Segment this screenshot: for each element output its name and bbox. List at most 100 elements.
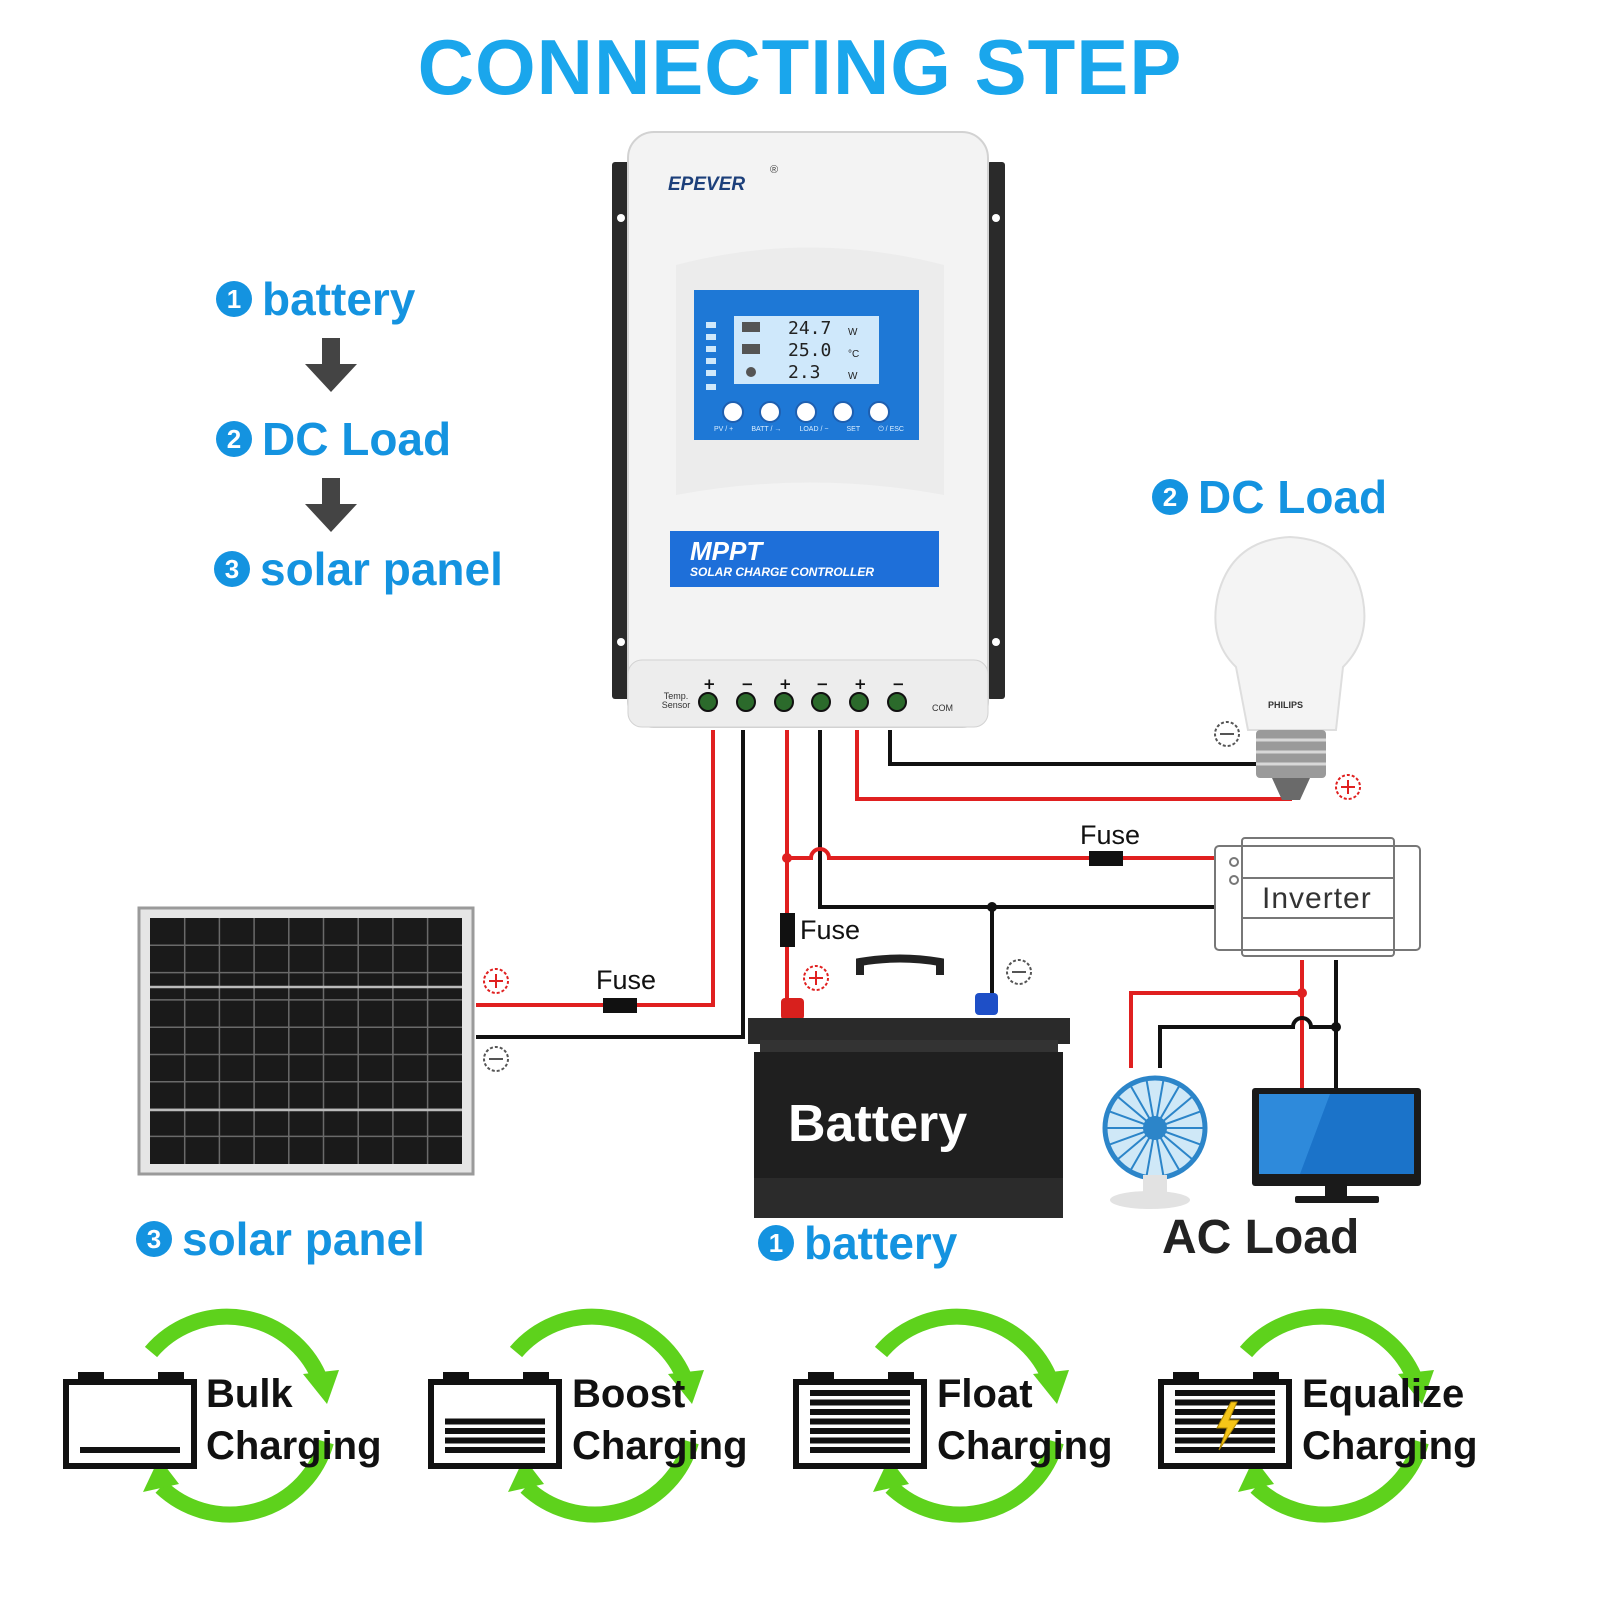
fuse-solar: [603, 998, 637, 1013]
battery-number: 1: [758, 1225, 794, 1261]
ac-negative-wire: [1158, 960, 1338, 1088]
fuse-label-battery: Fuse: [800, 915, 861, 945]
lcd-unit-3: W: [848, 371, 858, 382]
step-number-3: 3: [214, 551, 250, 587]
stage-boost: Boost Charging: [572, 1368, 748, 1472]
charge-cycle-icon: [1238, 1308, 1434, 1523]
minus-terminal-icon: [1006, 959, 1032, 985]
arrow-down-icon: [305, 478, 357, 532]
step-number-2: 2: [216, 421, 252, 457]
solar-panel: [137, 906, 475, 1176]
bulb-brand: PHILIPS: [1268, 700, 1304, 710]
plus-terminal-icon: [483, 968, 509, 994]
button-label-load: LOAD / −: [799, 426, 829, 433]
plus-terminal-icon: [803, 965, 829, 991]
svg-text:−: −: [816, 675, 829, 693]
mppt-label: MPPT: [690, 536, 763, 566]
step-number-1: 1: [216, 281, 252, 317]
solar-negative-wire: [476, 730, 745, 1039]
fan-icon: [1102, 1075, 1208, 1209]
solar-panel-text: solar panel: [182, 1213, 425, 1265]
load-positive-wire: [855, 730, 1292, 801]
monitor-icon: [1252, 1088, 1421, 1203]
step-label-3: solar panel: [260, 543, 503, 595]
lcd-units: W °C W: [848, 322, 859, 388]
svg-text:+: +: [779, 675, 792, 693]
svg-text:+: +: [703, 675, 716, 693]
load-negative-wire: [888, 730, 1262, 766]
inverter-label: Inverter: [1262, 882, 1372, 915]
minus-terminal-icon: [1214, 721, 1240, 747]
ac-load-label: AC Load: [1162, 1211, 1360, 1264]
charge-cycle-icon: [143, 1308, 339, 1523]
lcd-value-3: 2.3: [788, 362, 821, 383]
battery-level-icon: [1158, 1372, 1292, 1469]
fuse-battery: [780, 913, 795, 947]
battery-negative-wire: [818, 730, 994, 1000]
stage-line-2: Charging: [206, 1424, 382, 1468]
svg-text:−: −: [741, 675, 754, 693]
stage-float: Float Charging: [937, 1368, 1113, 1472]
temp-sensor-label: Temp. Sensor: [661, 691, 691, 710]
stage-line-1: Equalize: [1302, 1372, 1465, 1416]
battery-body-label: Battery: [788, 1095, 968, 1153]
button-label-esc: ⏻ / ESC: [878, 426, 904, 433]
fuse-label-inverter: Fuse: [1080, 820, 1141, 850]
stage-bulk: Bulk Charging: [206, 1368, 382, 1472]
lcd-value-2: 25.0: [788, 340, 832, 361]
button-label-pv: PV / +: [714, 426, 734, 433]
minus-terminal-icon: [483, 1046, 509, 1072]
stage-line-2: Charging: [1302, 1424, 1478, 1468]
inverter: [1214, 837, 1421, 957]
lcd-readings: 24.7 25.0 2.3: [788, 318, 831, 384]
fuse-label-solar: Fuse: [596, 965, 657, 995]
fan-positive-wire: [1129, 991, 1302, 1068]
com-label: COM: [932, 703, 953, 713]
stage-line-2: Charging: [937, 1424, 1113, 1468]
light-bulb: [1214, 535, 1366, 800]
battery-level-icon: [793, 1372, 927, 1469]
solar-panel-number: 3: [136, 1221, 172, 1257]
lcd-unit-1: W: [848, 327, 858, 338]
battery-level-icon: [63, 1372, 197, 1469]
lcd-unit-2: °C: [848, 349, 860, 360]
step-2: 2 DC Load: [216, 412, 451, 466]
stage-line-1: Boost: [572, 1372, 686, 1416]
fuse-inverter: [1089, 851, 1123, 866]
registered-mark: ®: [770, 164, 779, 176]
solar-panel-label: 3 solar panel: [136, 1212, 425, 1266]
battery-text: battery: [804, 1217, 958, 1269]
button-label-batt: BATT / →: [751, 426, 782, 433]
charge-cycle-icon: [873, 1308, 1069, 1523]
page-title: CONNECTING STEP: [417, 23, 1183, 111]
step-3: 3 solar panel: [214, 542, 503, 596]
dc-load-text: DC Load: [1198, 471, 1388, 523]
battery-level-icon: [428, 1372, 562, 1469]
charge-cycle-icon: [508, 1308, 704, 1523]
stage-line-1: Bulk: [206, 1372, 293, 1416]
dc-load-label: 2 DC Load: [1152, 470, 1387, 524]
lcd-button-labels: PV / + BATT / → LOAD / − SET ⏻ / ESC: [714, 426, 904, 434]
dc-load-number: 2: [1152, 479, 1188, 515]
svg-text:+: +: [854, 675, 867, 693]
inverter-positive-wire: [787, 847, 1215, 860]
arrow-down-icon: [305, 338, 357, 392]
battery: [748, 954, 1070, 1218]
lcd-value-1: 24.7: [788, 318, 832, 339]
step-label-2: DC Load: [262, 413, 452, 465]
charge-controller: + − + − + −: [612, 131, 1005, 728]
solar-positive-wire: [476, 730, 715, 1007]
button-label-set: SET: [846, 426, 861, 433]
step-1: 1 battery: [216, 272, 415, 326]
controller-brand: EPEVER: [668, 174, 746, 195]
step-label-1: battery: [262, 273, 416, 325]
mppt-subtitle: SOLAR CHARGE CONTROLLER: [690, 565, 874, 579]
plus-terminal-icon: [1335, 774, 1361, 800]
mppt-plate: [670, 531, 939, 587]
stage-line-2: Charging: [572, 1424, 748, 1468]
battery-label: 1 battery: [758, 1216, 957, 1270]
stage-line-1: Float: [937, 1372, 1033, 1416]
svg-text:−: −: [892, 675, 905, 693]
stage-equalize: Equalize Charging: [1302, 1368, 1478, 1472]
